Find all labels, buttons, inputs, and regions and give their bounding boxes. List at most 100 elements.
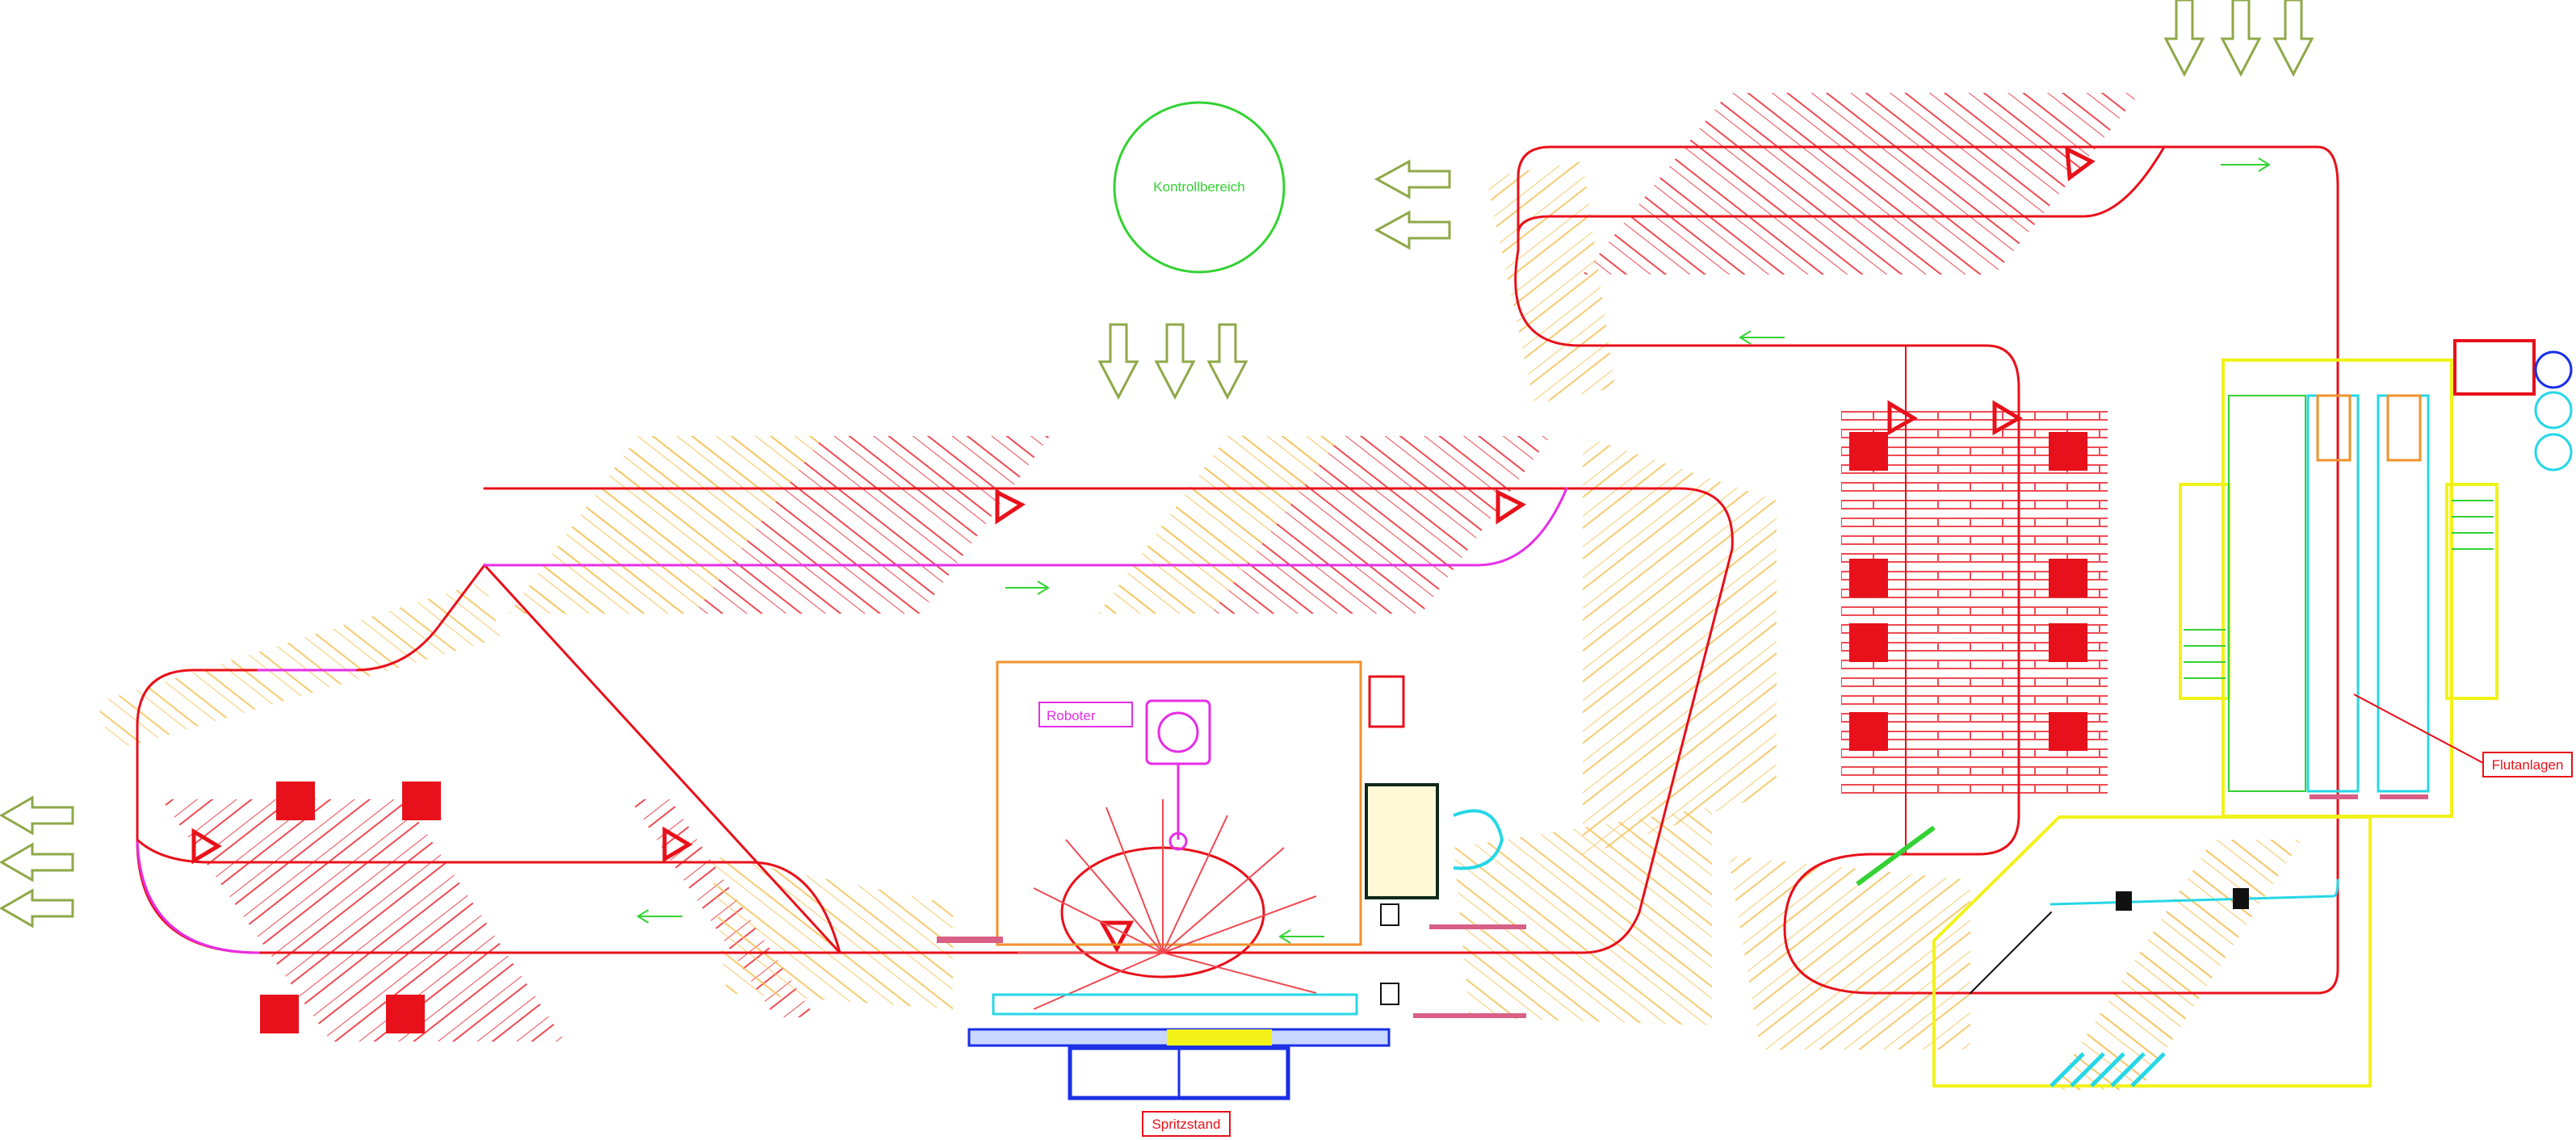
pallet-square-icon xyxy=(2049,559,2087,597)
valve-icon xyxy=(2116,888,2249,911)
rack-area-upper-red xyxy=(1583,93,2140,275)
rack-area-bottom-fan xyxy=(1454,807,1712,1025)
pallet-square-icon xyxy=(402,782,441,820)
black-branch xyxy=(1970,912,2052,994)
flow-arrow-icon xyxy=(1278,929,1324,944)
cabinet xyxy=(1368,675,1405,728)
rack-area-mid-fan xyxy=(711,856,953,1009)
pink-bar xyxy=(1413,1013,1526,1018)
spray-booth-label-box xyxy=(1142,1111,1231,1137)
direction-arrow-icon xyxy=(0,888,74,928)
circle-tank-icon xyxy=(2534,391,2573,430)
rack-area-bottom-left-red xyxy=(162,799,565,1042)
spray-booth xyxy=(967,993,1391,1137)
inner-loop-track xyxy=(483,487,1568,567)
entry-arrows xyxy=(0,0,2314,928)
flood-label-box xyxy=(2482,752,2573,777)
direction-arrow-icon xyxy=(2272,0,2314,78)
flow-arrow-icon xyxy=(1739,330,1785,345)
top-loop-bypass-track xyxy=(1517,145,2166,236)
storage-racks xyxy=(97,93,2301,1090)
spray-booth-hood xyxy=(992,993,1358,1016)
direction-arrow-icon xyxy=(1097,323,1139,400)
rack-area-upper-fan xyxy=(1486,161,1615,404)
stop-triangle-icon xyxy=(1887,400,1918,436)
flood-systems-label: Flutanlagen xyxy=(2492,757,2564,773)
pallet-square-icon xyxy=(1849,712,1888,751)
circle-tank-icon xyxy=(2534,350,2573,389)
switch-box xyxy=(1380,983,1399,1005)
pallet-squares xyxy=(260,432,2087,1033)
switch-box xyxy=(1380,903,1399,926)
stop-triangle-icon xyxy=(1496,488,1526,525)
pallet-square-icon xyxy=(2049,712,2087,751)
control-panel xyxy=(2453,339,2536,396)
stop-triangle-icon xyxy=(662,826,693,863)
direction-arrow-icon xyxy=(0,795,74,836)
green-grate-right xyxy=(2452,500,2494,550)
flow-arrow-icon xyxy=(1005,580,1050,595)
pallet-square-icon xyxy=(2049,623,2087,662)
direction-arrow-icon xyxy=(1374,210,1451,250)
upper-right-loop-track xyxy=(1514,249,2339,995)
stop-triangle-icon xyxy=(1992,400,2023,436)
circle-tank-icon xyxy=(2534,433,2573,472)
direction-arrow-icon xyxy=(1374,159,1451,199)
track-network xyxy=(136,145,2339,995)
rack-area-top-left-yellow xyxy=(509,436,824,614)
robot-label-box xyxy=(1038,702,1133,727)
flow-arrow-icon xyxy=(2221,157,2271,172)
direction-arrow-icon xyxy=(2163,0,2205,78)
spray-booth-label: Spritzstand xyxy=(1152,1117,1220,1132)
pallet-square-icon xyxy=(260,995,299,1033)
pink-bar xyxy=(1429,924,1526,929)
pallet-square-icon xyxy=(2049,432,2087,471)
stop-triangle-icon xyxy=(2065,145,2096,182)
bottom-yellow-frame xyxy=(1932,815,2372,1088)
flood-lane-1 xyxy=(2228,395,2306,792)
operator-console xyxy=(1365,783,1439,899)
green-wrench xyxy=(1856,825,1936,886)
green-grate-left xyxy=(2184,629,2226,679)
stop-triangle-icon xyxy=(995,488,1026,525)
rack-area-bottom-right-yellow xyxy=(2051,840,2301,1090)
flood-yellow-frame-right xyxy=(2445,483,2498,700)
pink-bar xyxy=(937,937,1003,943)
pallet-square-icon xyxy=(1849,432,1888,471)
flood-leader-line xyxy=(2353,694,2484,764)
direction-arrow-icon xyxy=(2220,0,2262,78)
stop-triangle-icon xyxy=(191,828,222,865)
cyan-conveyor xyxy=(2049,878,2339,906)
pallet-square-icon xyxy=(386,995,425,1033)
spray-booth-yellow-band xyxy=(1167,1029,1272,1046)
flood-system-area xyxy=(1856,339,2573,1088)
rack-area-top-right-red xyxy=(1211,436,1550,614)
pallet-square-icon xyxy=(1849,559,1888,597)
flood-bottom-bar xyxy=(2310,794,2358,799)
robot-cell-fence xyxy=(996,660,1362,946)
direction-arrow-icon xyxy=(1154,323,1196,400)
robot-label: Roboter xyxy=(1047,708,1096,723)
rack-area-top-right-yellow xyxy=(1098,436,1340,614)
pallet-square-icon xyxy=(1849,623,1888,662)
flow-arrow-icon xyxy=(636,909,682,924)
rack-area-left-yellow xyxy=(97,581,501,751)
inner-loop-left-track xyxy=(136,838,260,954)
flood-head-2 xyxy=(2386,394,2422,462)
flood-bottom-bar xyxy=(2380,794,2428,799)
direction-arrow-icon xyxy=(0,842,74,882)
pallet-square-icon xyxy=(276,782,315,820)
robot-icon xyxy=(1145,699,1211,851)
lower-inner-track xyxy=(136,838,841,954)
control-area-circle xyxy=(1113,101,1286,274)
direction-arrow-icon xyxy=(1206,323,1248,400)
flood-head-1 xyxy=(2316,394,2352,462)
operator-seat-icon xyxy=(1453,809,1504,870)
control-area-label: Kontrollbereich xyxy=(1153,179,1244,195)
cyan-nozzles xyxy=(2049,1052,2166,1088)
stop-triangle-icon xyxy=(1098,920,1135,953)
robot-cell xyxy=(937,660,1526,1018)
rack-area-top-left-red xyxy=(694,436,1050,614)
rack-area-right-fan xyxy=(1583,436,1777,856)
